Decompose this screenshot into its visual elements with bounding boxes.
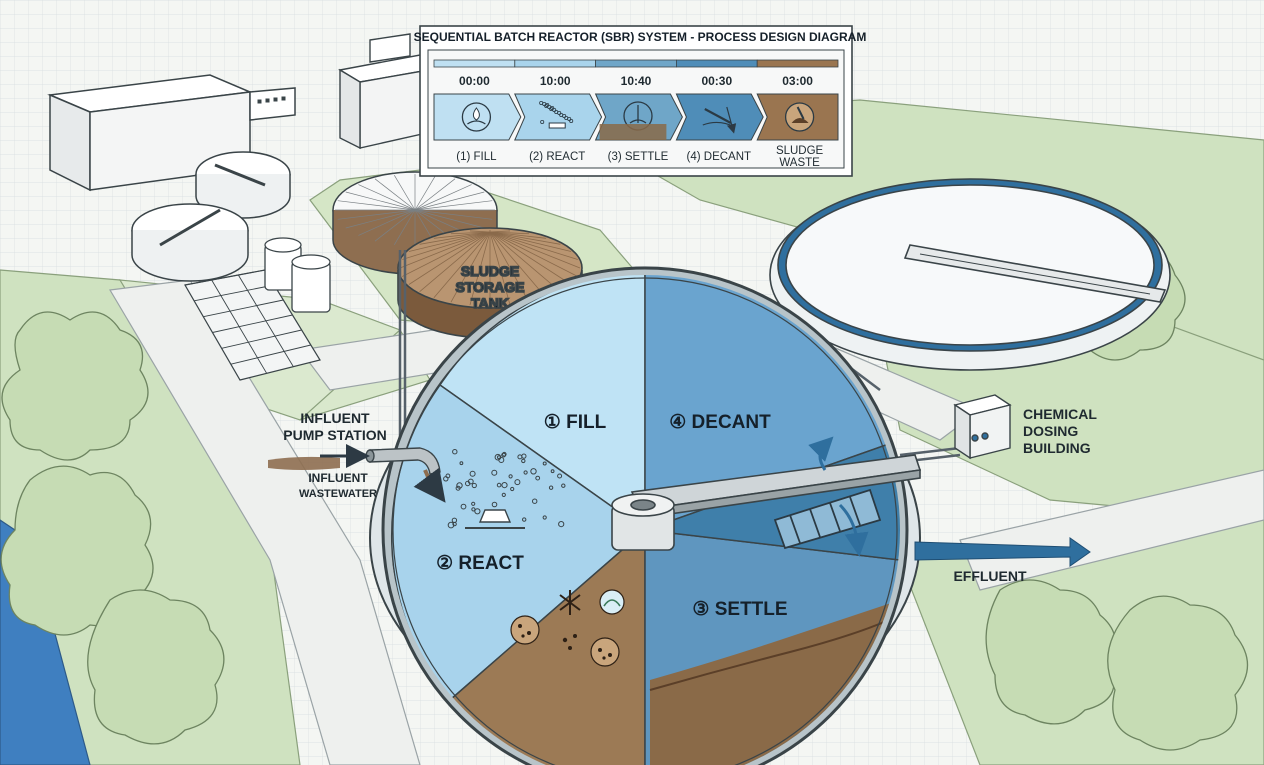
side-labels: INFLUENT PUMP STATION INFLUENT WASTEWATE…: [283, 406, 1097, 584]
chemical-label-3: BUILDING: [1023, 440, 1091, 456]
reactor-label-react: ② REACT: [436, 553, 524, 574]
diagram-title: SEQUENTIAL BATCH REACTOR (SBR) SYSTEM - …: [414, 30, 867, 44]
phase-label: (1) FILL: [456, 151, 497, 163]
phase-chevron: [514, 93, 603, 141]
decanter-arm: [773, 488, 882, 550]
water-drop-icon: [461, 102, 492, 132]
sludge-tank-label-1: SLUDGE: [461, 263, 519, 279]
phase-label: (4) DECANT: [687, 151, 752, 163]
reactor-label-settle: ③ SETTLE: [692, 599, 787, 620]
decant-arrow-up: [808, 436, 834, 471]
filter-beds: [184, 269, 321, 381]
time-bar-segment: [595, 59, 677, 68]
reactor-label-fill: ① FILL: [544, 412, 607, 433]
time-bar-segment: [676, 59, 758, 68]
time-label: 00:00: [459, 74, 490, 88]
mixer-icon: [599, 101, 667, 140]
time-bar-segment: [756, 59, 839, 68]
aeration-bubbles-icon: [539, 101, 574, 129]
rotating-bridge: [611, 454, 922, 551]
secondary-clarifier: [769, 178, 1171, 371]
effluent-arrow: [914, 537, 1091, 567]
aeration-bubbles: [443, 449, 566, 529]
microbe-icons: [510, 589, 625, 667]
silos: [264, 237, 331, 313]
sludge-tank-label-2: STORAGE: [456, 279, 525, 295]
chemical-dosing-building: [953, 394, 1012, 460]
influent-wastewater-label-1: INFLUENT: [308, 471, 368, 485]
chemical-label-1: CHEMICAL: [1023, 406, 1097, 422]
influent-wastewater-label-2: WASTEWATER: [299, 488, 377, 500]
sludge-tank-label-3: TANK: [471, 295, 509, 311]
influent-pump-label-1: INFLUENT: [300, 410, 370, 426]
time-bar-segment: [433, 59, 516, 68]
phase-label: WASTE: [779, 157, 820, 169]
reactor-phase-labels: ① FILL ④ DECANT ② REACT ③ SETTLE: [436, 412, 787, 620]
reactor-label-decant: ④ DECANT: [669, 412, 771, 433]
small-clarifiers: [131, 151, 291, 282]
time-label: 03:00: [782, 74, 813, 88]
effluent-label: EFFLUENT: [953, 568, 1027, 584]
influent-pump-label-2: PUMP STATION: [283, 427, 386, 443]
influent-flow-arrow: [413, 467, 446, 503]
chemical-label-2: DOSING: [1023, 423, 1078, 439]
phase-label: (2) REACT: [529, 151, 585, 163]
time-label: 10:40: [621, 74, 652, 88]
time-label: 00:30: [701, 74, 732, 88]
phase-strip: (1) FILL (2) REACT (3) SETTLE (4) DECANT SLU…: [433, 93, 839, 169]
aerator-icon: [465, 509, 525, 529]
sludge-icon: [784, 102, 815, 132]
phase-label: (3) SETTLE: [608, 151, 669, 163]
decant-arrow-down: [838, 503, 869, 557]
phase-label: SLUDGE: [776, 145, 824, 157]
digester-tank: [332, 171, 498, 275]
decanter-icon: [702, 106, 737, 134]
sbr-reactor: ① FILL ④ DECANT ② REACT ③ SETTLE: [369, 266, 922, 765]
process-timeline-panel: SEQUENTIAL BATCH REACTOR (SBR) SYSTEM - …: [414, 25, 867, 177]
time-bar-segment: [514, 59, 596, 68]
time-label: 10:00: [540, 74, 571, 88]
time-bar: 00:00 10:00 10:40 00:30 03:00: [433, 59, 839, 88]
